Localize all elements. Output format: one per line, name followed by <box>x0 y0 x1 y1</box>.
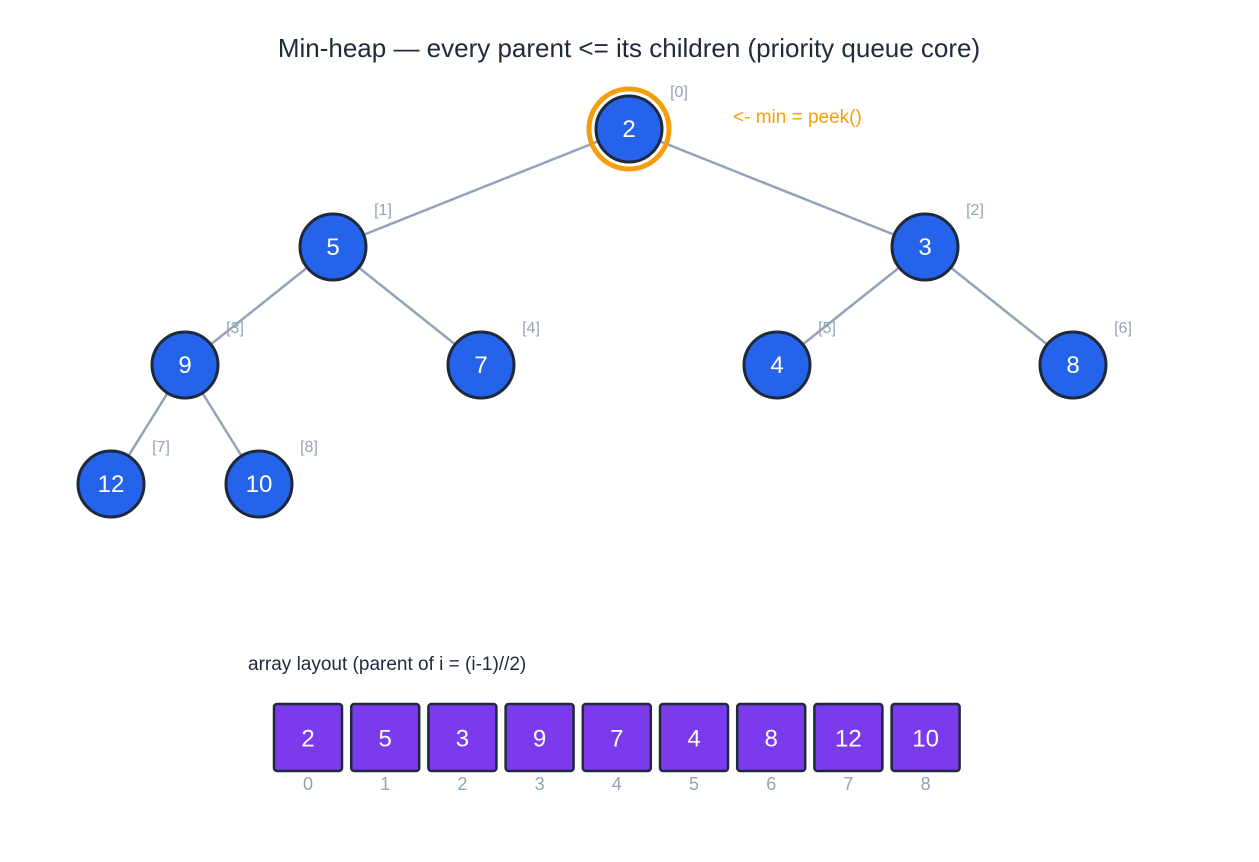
array-cell-box <box>813 702 884 773</box>
heap-node-value: 7 <box>474 352 487 379</box>
heap-node-circle <box>742 330 812 400</box>
heap-node-index: [7] <box>152 439 170 456</box>
heap-node: 9 [3] <box>150 320 244 400</box>
array-cell-index: 5 <box>689 774 699 794</box>
array-cell: 51 <box>349 702 421 794</box>
tree-nodes: 2 [0] 5 [1] 3 [2] 9 [3] 7 [4] 4 [5] 8 [6] 12 [7] 10 [8] <box>76 84 1132 519</box>
tree-edges <box>109 127 1074 485</box>
heap-node: 3 [2] <box>890 202 984 282</box>
heap-node-value: 2 <box>622 116 635 143</box>
heap-node-index: [1] <box>374 202 392 219</box>
array-cell-value: 5 <box>379 726 392 753</box>
heap-node-index: [0] <box>670 84 688 101</box>
heap-node-value: 3 <box>918 234 931 261</box>
heap-node-circle <box>446 330 516 400</box>
array-cell-box <box>581 702 653 773</box>
heap-node-value: 12 <box>98 471 125 498</box>
array-cell-index: 3 <box>535 774 545 794</box>
array-layout-label: array layout (parent of i = (i-1)//2) <box>248 654 526 675</box>
diagram-title: Min-heap — every parent <= its children … <box>278 33 980 63</box>
heap-node: 10 [8] <box>224 439 318 519</box>
array-cell-value: 9 <box>533 726 546 753</box>
array-cell-index: 2 <box>457 774 467 794</box>
array-cell-value: 12 <box>835 726 862 753</box>
heap-node: 5 [1] <box>298 202 392 282</box>
heap-node-index: [2] <box>966 202 984 219</box>
array-cell-value: 3 <box>456 726 469 753</box>
min-annotation: <- min = peek() <box>733 107 862 128</box>
heap-node-index: [6] <box>1114 320 1132 337</box>
tree-edge <box>628 127 926 249</box>
array-cell-box <box>658 702 730 773</box>
heap-node-circle <box>890 212 960 282</box>
array-cell: 74 <box>581 702 653 794</box>
array-cell: 10 8 <box>890 702 961 794</box>
heap-node: 4 [5] <box>742 320 836 400</box>
heap-node-index: [3] <box>226 320 244 337</box>
array-cell-index: 1 <box>380 774 390 794</box>
array-cell-box <box>890 702 961 773</box>
array-cell-index: 6 <box>766 774 776 794</box>
array-cell-value: 2 <box>301 726 314 753</box>
array-cell: 93 <box>504 702 575 794</box>
heap-node-circle <box>1038 330 1108 400</box>
heap-node-circle <box>224 449 294 519</box>
array-cell-box <box>504 702 575 773</box>
heap-node-circle <box>76 449 146 519</box>
array-cell-value: 4 <box>687 726 700 753</box>
heap-node-index: [8] <box>300 439 318 456</box>
heap-node-circle <box>298 212 368 282</box>
heap-node-value: 10 <box>246 471 273 498</box>
array-cell-box <box>272 702 344 773</box>
array-cell-value: 8 <box>765 726 778 753</box>
array-cell-box <box>349 702 421 773</box>
tree-edge <box>332 127 630 249</box>
heap-node-value: 9 <box>178 352 191 379</box>
heap-node-index: [5] <box>818 320 836 337</box>
array-cell-value: 10 <box>912 726 939 753</box>
heap-node-value: 4 <box>770 352 783 379</box>
min-highlight-ring <box>586 86 672 172</box>
heap-node-value: 8 <box>1066 352 1079 379</box>
heap-node-index: [4] <box>522 320 540 337</box>
heap-node: 2 [0] <box>586 84 688 172</box>
array-cell: 86 <box>735 702 807 794</box>
array-cell-box <box>427 702 498 773</box>
heap-node-circle <box>594 94 664 164</box>
heap-node: 12 [7] <box>76 439 170 519</box>
array-cell-value: 7 <box>610 726 623 753</box>
array-cell: 45 <box>658 702 730 794</box>
array-cell-index: 7 <box>843 774 853 794</box>
array-cell: 12 7 <box>813 702 884 794</box>
array-cell: 32 <box>427 702 498 794</box>
array-cell-index: 8 <box>921 774 931 794</box>
heap-node-value: 5 <box>326 234 339 261</box>
array-cell-index: 0 <box>303 774 313 794</box>
array-cell-index: 4 <box>612 774 622 794</box>
array-cell: 20 <box>272 702 344 794</box>
heap-node: 7 [4] <box>446 320 540 400</box>
heap-node-circle <box>150 330 220 400</box>
array-cell-box <box>735 702 807 773</box>
heap-node: 8 [6] <box>1038 320 1132 400</box>
